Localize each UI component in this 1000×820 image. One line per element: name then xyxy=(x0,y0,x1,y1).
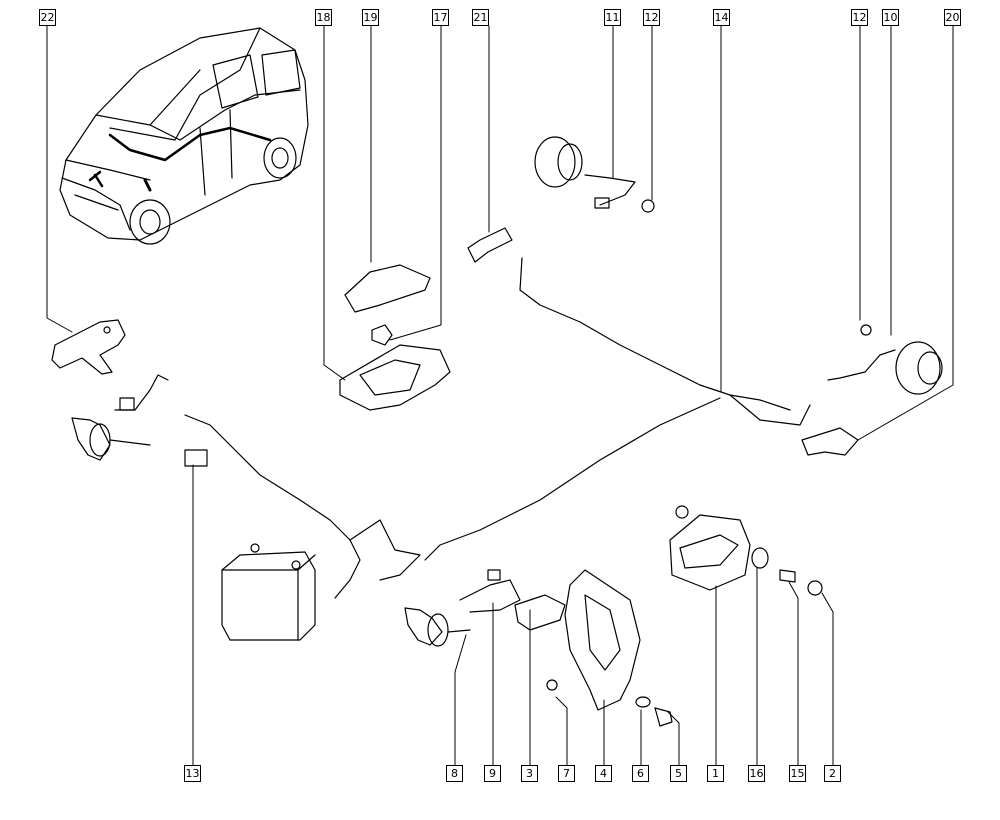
callout-18: 18 xyxy=(315,9,332,26)
callout-22: 22 xyxy=(39,9,56,26)
callout-20: 20 xyxy=(944,9,961,26)
rear-right-hub-10 xyxy=(827,324,943,395)
callout-15: 15 xyxy=(789,765,806,782)
front-harness-13 xyxy=(184,414,421,599)
callout-21: 21 xyxy=(472,9,489,26)
callout-12b: 12 xyxy=(851,9,868,26)
front-left-sensor xyxy=(71,374,169,461)
callout-4: 4 xyxy=(595,765,612,782)
small-parts-2-15-16 xyxy=(751,547,823,596)
plate-18 xyxy=(339,344,451,411)
bracket-22 xyxy=(51,319,126,375)
callout-8: 8 xyxy=(446,765,463,782)
callout-1: 1 xyxy=(707,765,724,782)
callout-2: 2 xyxy=(824,765,841,782)
bracket-3 xyxy=(514,594,566,631)
callout-14: 14 xyxy=(713,9,730,26)
callout-11: 11 xyxy=(604,9,621,26)
rear-left-hub-11 xyxy=(534,136,655,213)
callout-7: 7 xyxy=(558,765,575,782)
callout-9: 9 xyxy=(484,765,501,782)
mounting-bracket-4 xyxy=(564,569,641,711)
front-right-sensor-8-9 xyxy=(404,569,521,647)
bracket-20 xyxy=(801,427,859,456)
bracket-21 xyxy=(467,227,513,263)
van-illustration xyxy=(59,27,309,245)
callout-16: 16 xyxy=(748,765,765,782)
battery xyxy=(221,543,316,641)
callout-13: 13 xyxy=(184,765,201,782)
plate-19 xyxy=(344,264,431,313)
callout-19: 19 xyxy=(362,9,379,26)
callout-5: 5 xyxy=(670,765,687,782)
callout-10: 10 xyxy=(882,9,899,26)
fasteners-5-6-7 xyxy=(546,679,673,727)
callout-6: 6 xyxy=(632,765,649,782)
callout-17: 17 xyxy=(432,9,449,26)
clip-17 xyxy=(371,324,393,346)
abs-unit-1 xyxy=(669,505,751,591)
callout-12a: 12 xyxy=(643,9,660,26)
callout-3: 3 xyxy=(521,765,538,782)
rear-harness-14 xyxy=(424,257,811,561)
leader-lines xyxy=(46,25,954,766)
